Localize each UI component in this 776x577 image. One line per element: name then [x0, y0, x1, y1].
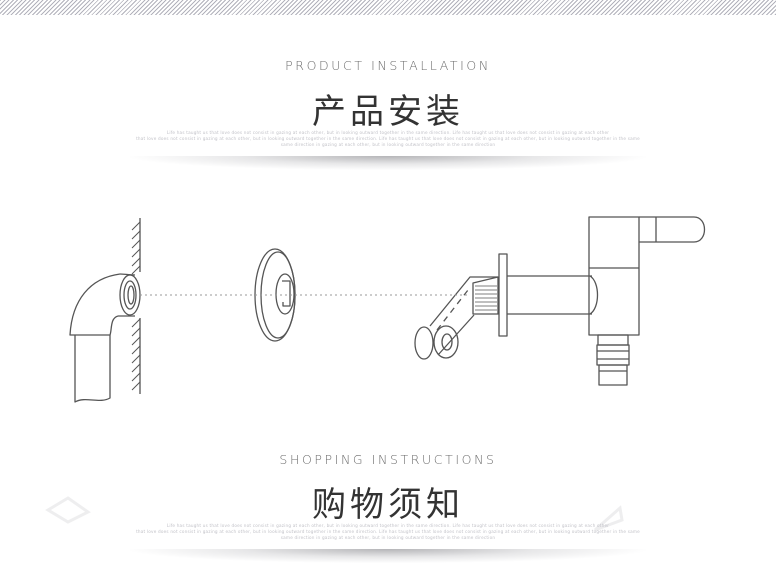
hose-connector-icon [414, 276, 498, 360]
elbow-fitting-icon [69, 273, 141, 403]
installation-diagram [69, 216, 706, 403]
filler-text: Life has taught us that love does not co… [100, 523, 676, 541]
filler-line: same direction in gazing at each other, … [280, 535, 496, 540]
wall-icon [131, 218, 141, 394]
faucet-body-icon [507, 216, 706, 386]
filler-line: that love does not consist in gazing at … [136, 136, 640, 141]
section-cn-title: 购物须知 [312, 485, 464, 525]
decorative-shape [45, 496, 91, 524]
divider-shadow [130, 156, 646, 170]
filler-line: that love does not consist in gazing at … [136, 529, 640, 534]
threaded-inlet-icon [472, 253, 508, 337]
section-en-title: SHOPPING INSTRUCTIONS [279, 452, 497, 467]
filler-line: same direction in gazing at each other, … [280, 142, 496, 147]
filler-line: Life has taught us that love does not co… [166, 130, 610, 135]
section-en-title: PRODUCT INSTALLATION [285, 58, 491, 73]
divider-shadow [130, 549, 646, 563]
decorative-shape [594, 505, 624, 532]
hatched-top-border [0, 0, 776, 15]
section-cn-title: 产品安装 [312, 92, 464, 132]
filler-line: Life has taught us that love does not co… [166, 523, 610, 528]
filler-text: Life has taught us that love does not co… [100, 130, 676, 148]
